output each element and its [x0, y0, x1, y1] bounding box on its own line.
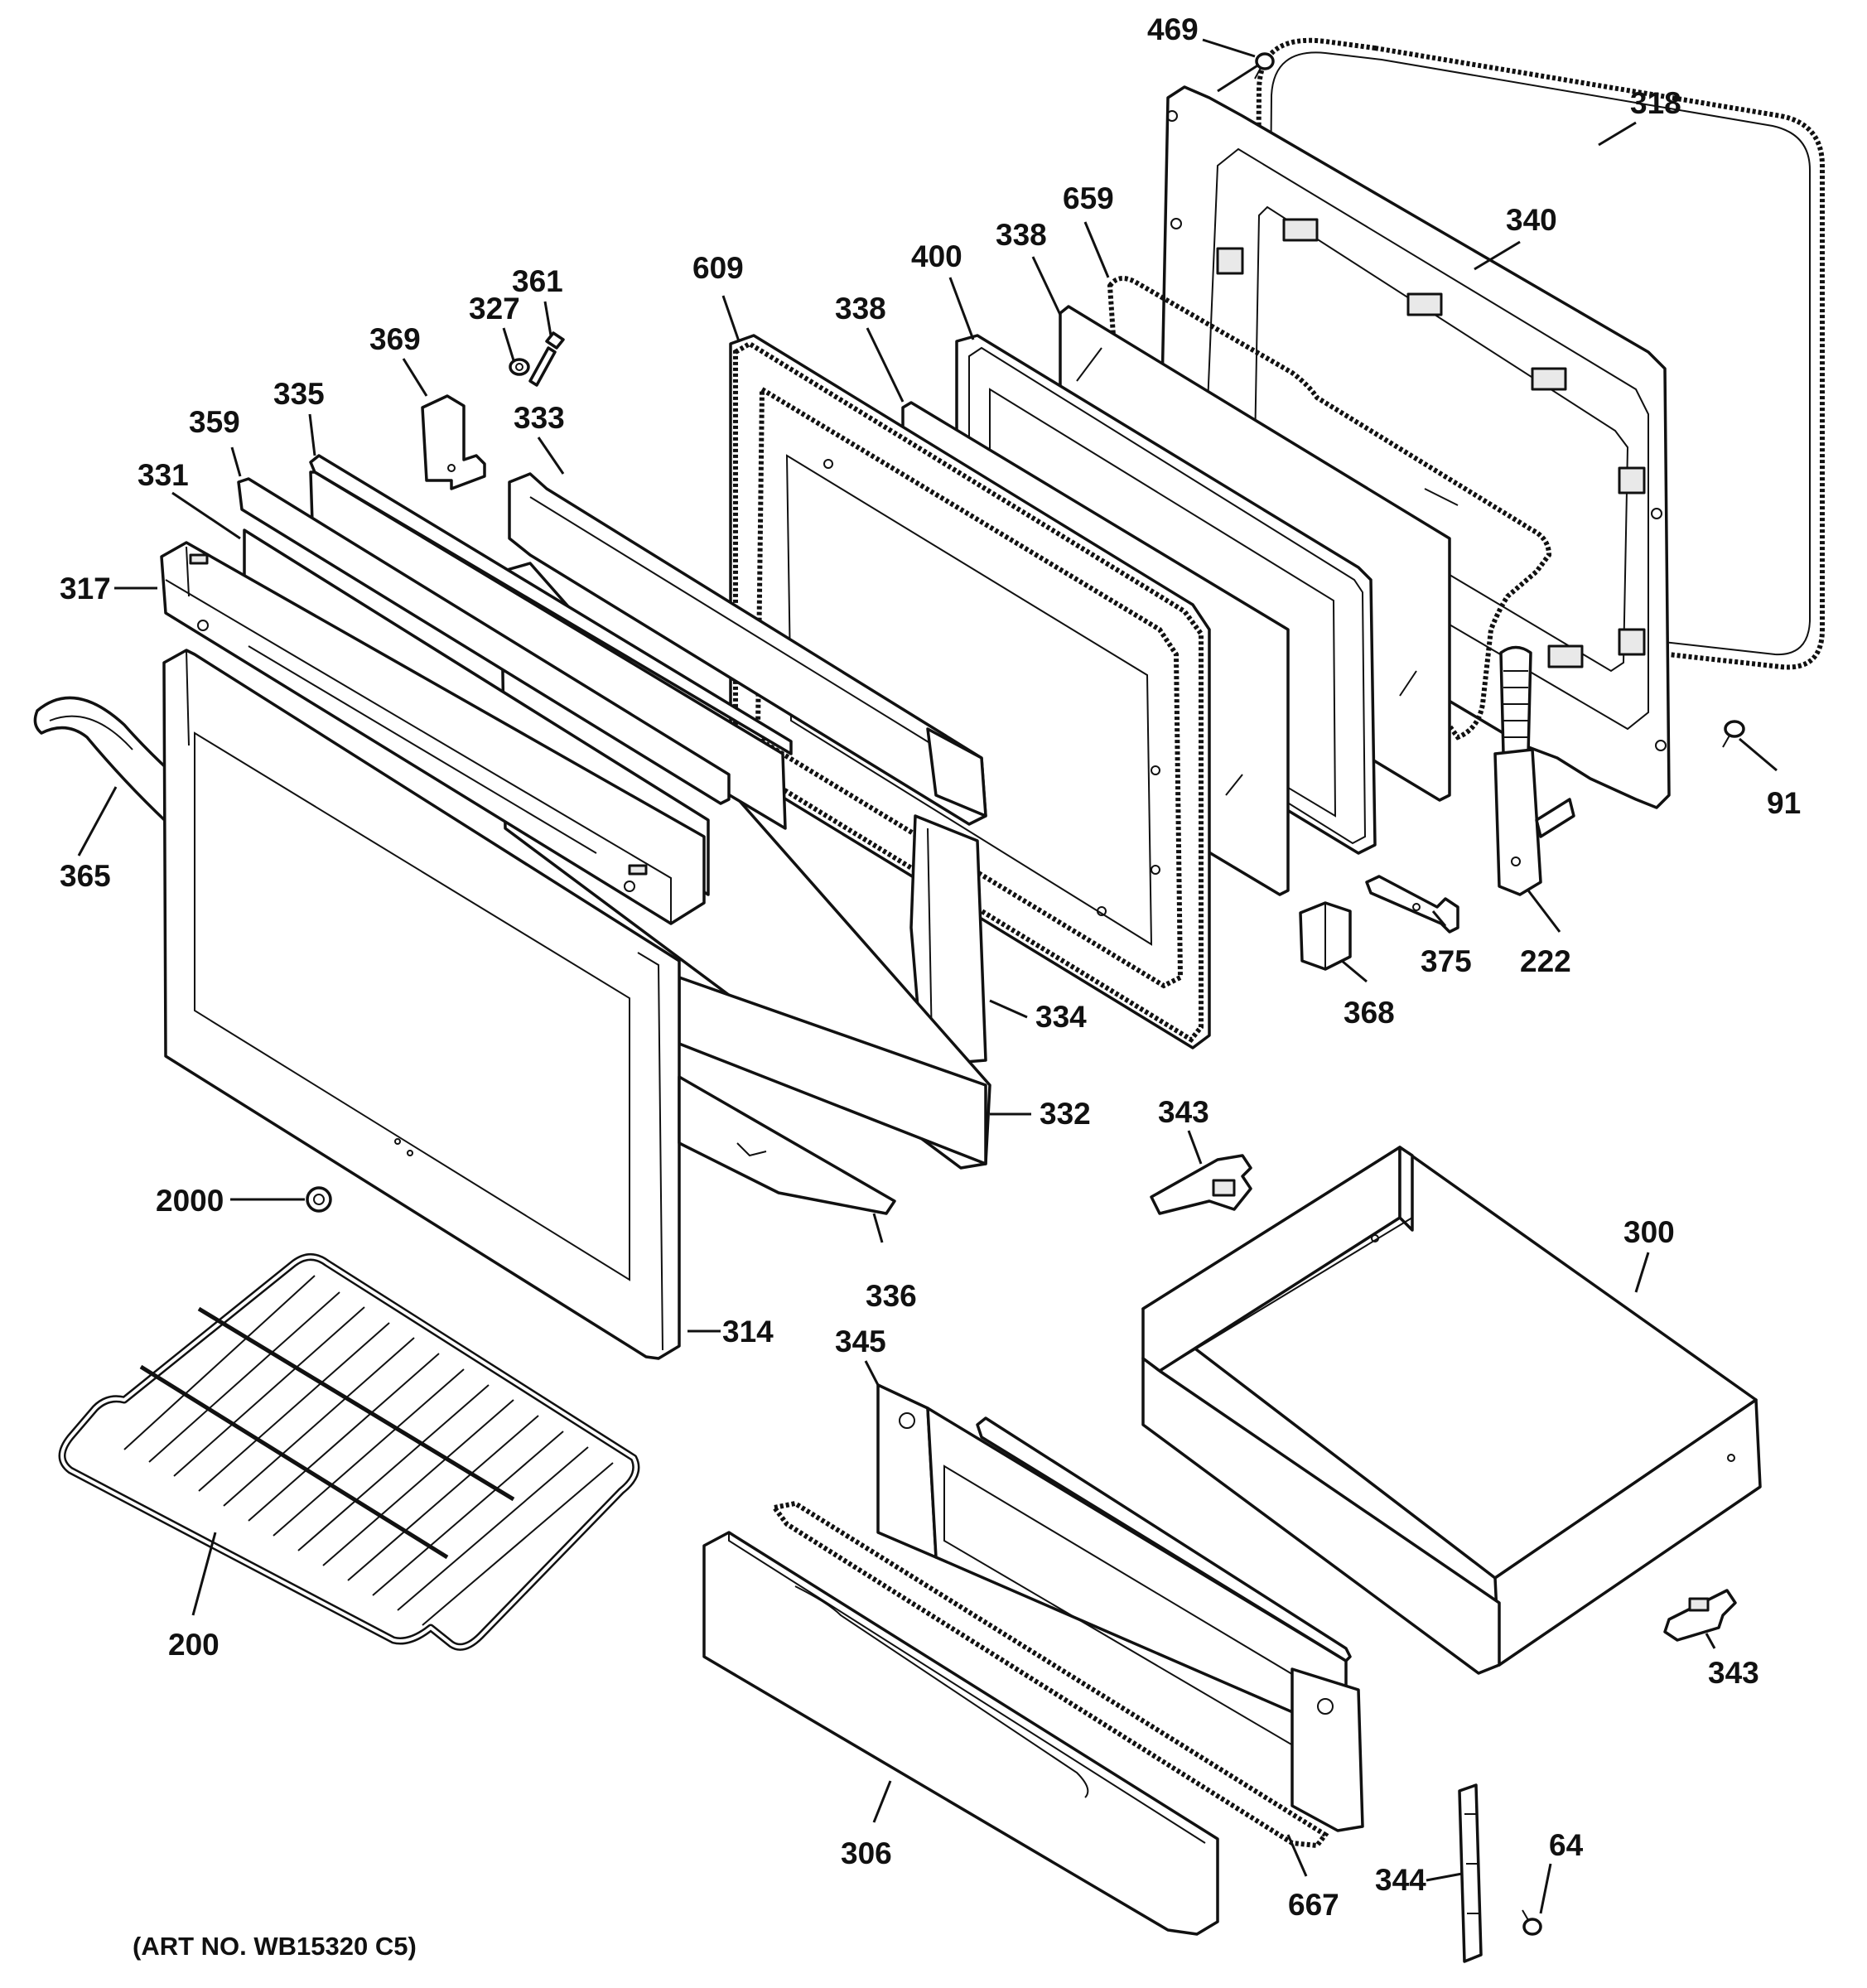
part-91-screw [1722, 720, 1745, 748]
callout-333: 333 [514, 401, 565, 435]
part-336-strip [678, 1075, 896, 1215]
callout-400: 400 [911, 239, 962, 273]
part-300-drawer-box [1141, 1146, 1762, 1675]
callout-200: 200 [168, 1628, 220, 1662]
callout-375: 375 [1421, 944, 1472, 978]
part-306-drawer-front [702, 1531, 1219, 1936]
callout-314: 314 [722, 1315, 774, 1349]
part-333-top-trim [508, 472, 987, 826]
callout-609: 609 [692, 251, 744, 285]
callout-332: 332 [1040, 1097, 1091, 1131]
callout-344: 344 [1375, 1863, 1426, 1897]
part-344-slide-rail [1458, 1783, 1483, 1963]
callout-331: 331 [137, 458, 189, 492]
part-200-oven-rack [58, 1253, 640, 1651]
callout-361: 361 [512, 264, 563, 298]
callout-64: 64 [1549, 1828, 1584, 1862]
part-343-slide-top [1150, 1154, 1252, 1215]
part-345-drawer-frame [876, 1383, 1364, 1832]
callout-91: 91 [1767, 786, 1801, 820]
callout-343-top: 343 [1158, 1095, 1209, 1129]
part-64-screw [1522, 1909, 1542, 1936]
callout-359: 359 [189, 405, 240, 439]
callout-327: 327 [469, 292, 520, 326]
part-369-bracket [421, 394, 486, 490]
callout-317: 317 [60, 572, 111, 606]
callout-300: 300 [1623, 1215, 1675, 1249]
part-469-screw [1254, 52, 1275, 80]
part-327-washer [509, 358, 530, 376]
callout-338-front: 338 [835, 292, 886, 326]
callout-365: 365 [60, 859, 111, 893]
part-361-bolt [528, 331, 565, 387]
part-317-vent-trim [160, 541, 706, 925]
part-359-strip [237, 477, 731, 805]
art-number: (ART NO. WB15320 C5) [133, 1932, 417, 1961]
part-314-outer-door [162, 649, 681, 1360]
callout-369: 369 [369, 322, 421, 356]
part-659-gasket [1107, 276, 1552, 741]
callout-222: 222 [1520, 944, 1571, 978]
part-667-drawer-gasket [769, 1500, 1329, 1849]
callout-338-back: 338 [996, 218, 1047, 252]
part-343-slide-bottom [1663, 1589, 1737, 1642]
callout-469: 469 [1147, 12, 1199, 46]
callout-659: 659 [1063, 181, 1114, 215]
callout-334: 334 [1035, 1000, 1087, 1034]
part-2000-grommet [306, 1186, 332, 1213]
callout-318: 318 [1630, 86, 1681, 120]
callout-340: 340 [1506, 203, 1557, 237]
callout-2000: 2000 [156, 1184, 224, 1218]
callout-336: 336 [866, 1279, 917, 1313]
part-375-bracket [1365, 875, 1459, 934]
callout-345: 345 [835, 1325, 886, 1358]
leader-lines [77, 38, 1778, 1914]
callout-306: 306 [841, 1836, 892, 1870]
part-368-bracket [1299, 901, 1352, 971]
callout-343-bottom: 343 [1708, 1656, 1759, 1690]
callout-labels: 469 318 340 659 338 400 609 338 361 327 … [60, 12, 1801, 1961]
part-222-hinge [1493, 645, 1575, 896]
callout-335: 335 [273, 377, 325, 411]
callout-667: 667 [1288, 1888, 1339, 1922]
callout-368: 368 [1344, 996, 1395, 1030]
